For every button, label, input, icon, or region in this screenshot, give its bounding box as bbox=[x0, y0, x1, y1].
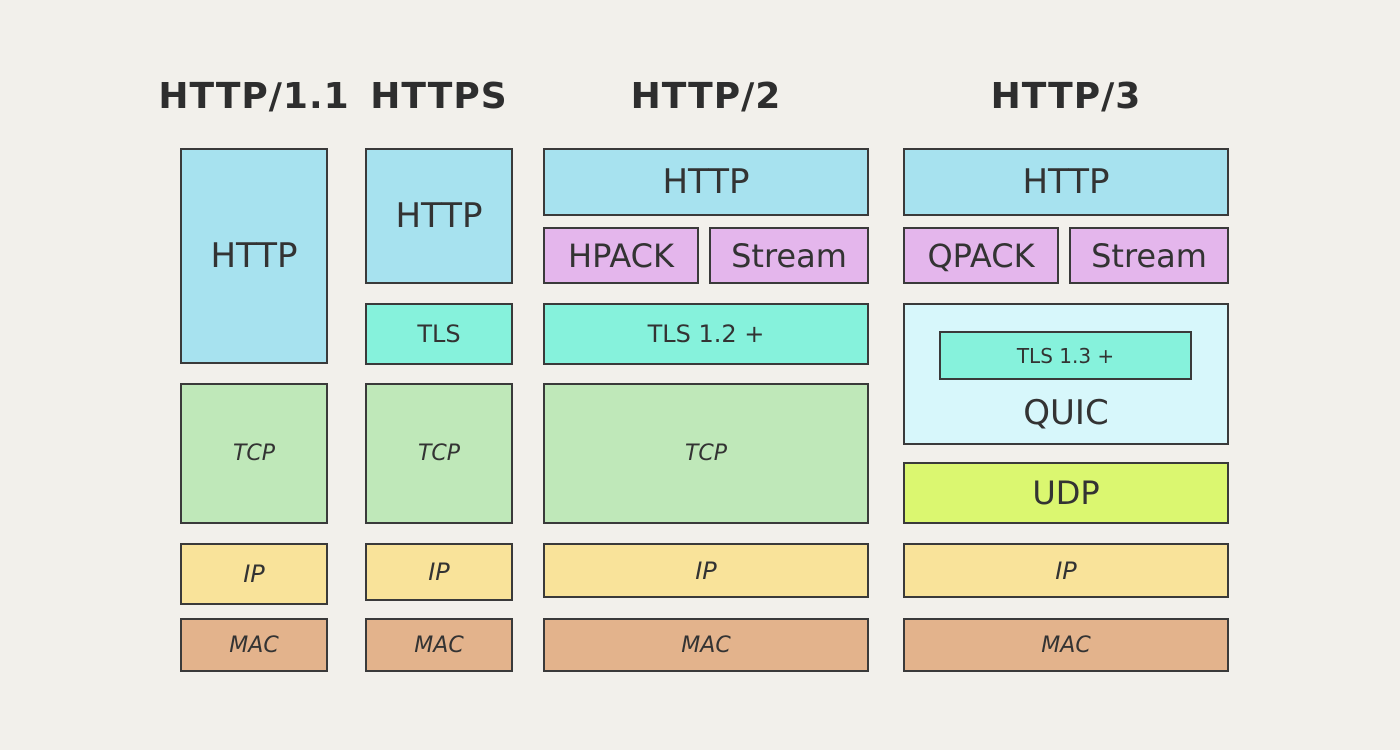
http11-ip-layer: IP bbox=[180, 543, 328, 605]
http11-tcp-layer: TCP bbox=[180, 383, 328, 524]
http3-tls-layer: TLS 1.3 + bbox=[939, 331, 1192, 380]
http3-mac-layer: MAC bbox=[903, 618, 1229, 672]
http3-stream-layer: Stream bbox=[1069, 227, 1229, 284]
http3-quic-label: QUIC bbox=[1023, 393, 1109, 433]
http2-tcp-layer: TCP bbox=[543, 383, 869, 524]
http11-mac-layer: MAC bbox=[180, 618, 328, 672]
column-title-https: HTTPS bbox=[370, 75, 508, 117]
http2-ip-layer: IP bbox=[543, 543, 869, 598]
http2-mac-layer: MAC bbox=[543, 618, 869, 672]
http3-ip-layer: IP bbox=[903, 543, 1229, 598]
https-mac-layer: MAC bbox=[365, 618, 513, 672]
column-title-http2: HTTP/2 bbox=[630, 75, 782, 117]
http3-http-layer: HTTP bbox=[903, 148, 1229, 216]
http3-qpack-layer: QPACK bbox=[903, 227, 1059, 284]
https-tcp-layer: TCP bbox=[365, 383, 513, 524]
column-title-http3: HTTP/3 bbox=[990, 75, 1142, 117]
https-http-layer: HTTP bbox=[365, 148, 513, 284]
http2-stream-layer: Stream bbox=[709, 227, 869, 284]
http3-udp-layer: UDP bbox=[903, 462, 1229, 524]
https-ip-layer: IP bbox=[365, 543, 513, 601]
http2-tls-layer: TLS 1.2 + bbox=[543, 303, 869, 365]
http11-http-layer: HTTP bbox=[180, 148, 328, 364]
http2-hpack-layer: HPACK bbox=[543, 227, 699, 284]
http2-http-layer: HTTP bbox=[543, 148, 869, 216]
https-tls-layer: TLS bbox=[365, 303, 513, 365]
column-title-http11: HTTP/1.1 bbox=[158, 75, 350, 117]
